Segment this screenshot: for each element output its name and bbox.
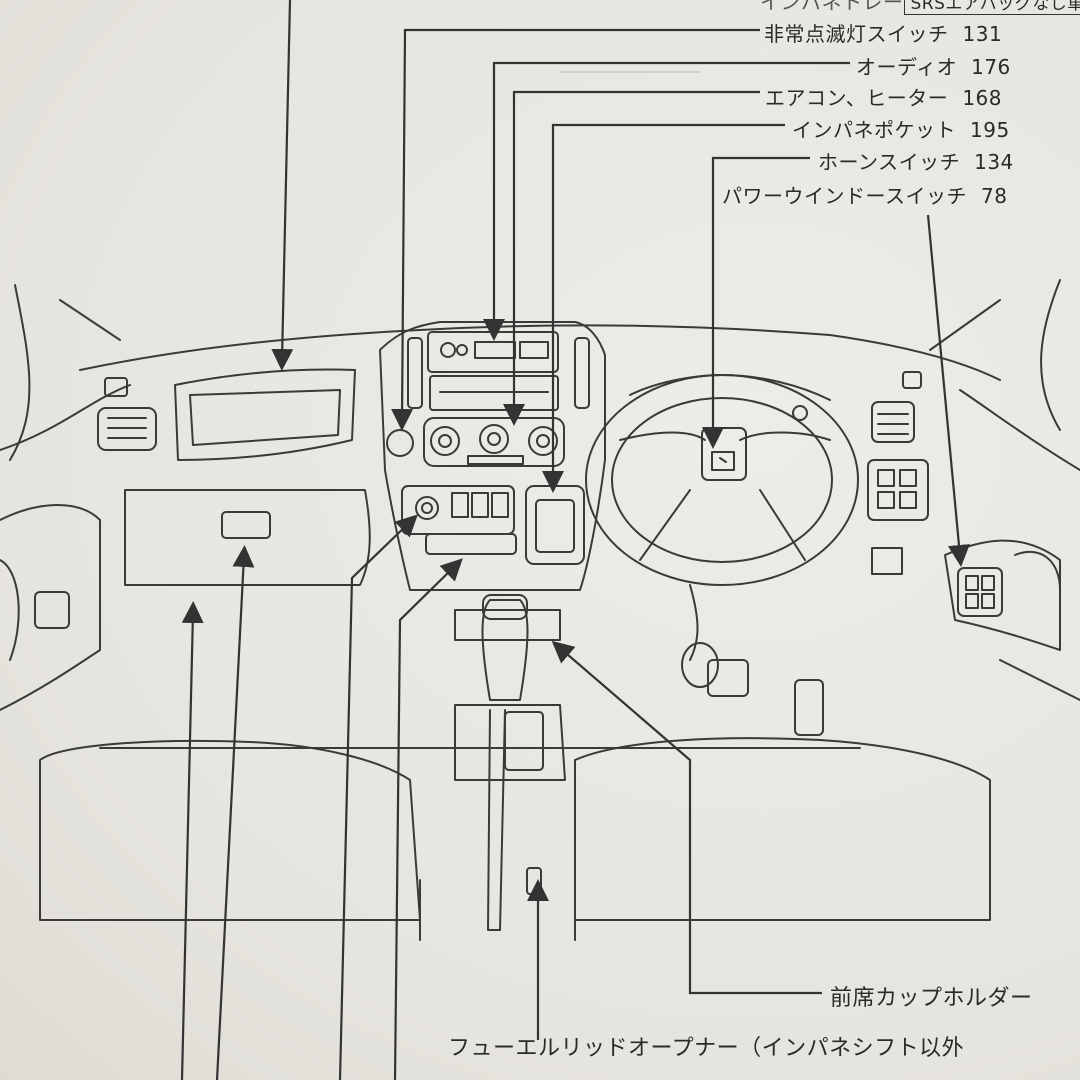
climate-control [423,417,565,467]
audio-unit [427,331,559,373]
leader-horn [702,156,810,449]
horn-pad [701,427,747,481]
leader-tray [271,0,294,371]
left-pillar [9,284,31,461]
right-door-panel [944,539,1061,651]
hazard-switch-shape [386,429,414,457]
left-vent [97,407,157,451]
right-seat [574,737,991,921]
callout-pocket-page: 195 [970,118,1010,142]
instrument-tray [174,368,356,461]
dashboard-top [79,324,1001,381]
leader-cup-holder [551,640,822,995]
glove-box-handle [221,511,271,539]
callout-tray-top: インパネトレーSRSエアバッグなし車194 [760,0,1080,15]
callout-hazard-page: 131 [962,22,1003,46]
left-seat [39,739,421,921]
callout-horn: ホーンスイッチ 134 [818,146,1014,175]
right-vent [871,401,915,443]
power-window-switch-shape [957,567,1003,617]
cigarette-lighter-shape [415,496,439,520]
callout-fuel-lid: フューエルリッドオープナー（インパネシフト以外 [448,1030,964,1062]
callout-audio-label: オーディオ [856,55,958,79]
callout-pocket: インパネポケット 195 [792,114,1010,143]
callout-cup-holder: 前席カップホルダー [830,980,1033,1012]
cup-holder-shape [454,609,561,641]
leader-power-window [926,214,970,567]
callout-hazard: 非常点滅灯スイッチ 131 [764,18,1002,47]
callout-audio-page: 176 [971,55,1011,79]
callout-fuel-lid-label: フューエルリッドオープナー（インパネシフト以外 [448,1036,965,1061]
callout-hazard-label: 非常点滅灯スイッチ [764,22,949,46]
callout-tray-note: SRSエアバッグなし車 [903,0,1080,15]
callout-aircon-page: 168 [962,86,1002,110]
leader-pocket [542,123,785,493]
callout-cup-holder-label: 前席カップホルダー [830,986,1033,1011]
callout-power-window-page: 78 [981,184,1008,208]
callout-horn-label: ホーンスイッチ [818,150,961,174]
shift-lever [481,599,529,701]
callout-aircon: エアコン、ヒーター 168 [765,82,1002,111]
callout-tray-prefix: インパネトレー [760,0,904,14]
callout-power-window-label: パワーウインドースイッチ [722,184,967,208]
leader-audio [483,61,850,341]
leader-hazard [391,28,760,431]
callout-power-window: パワーウインドースイッチ 78 [722,180,1007,209]
glove-box [124,489,371,586]
callout-horn-page: 134 [974,150,1014,174]
left-door-panel [0,504,101,711]
right-pillar [1040,279,1061,431]
callout-audio: オーディオ 176 [856,51,1011,80]
callout-aircon-label: エアコン、ヒーター [765,86,949,110]
leader-aircon [503,90,760,426]
callout-pocket-label: インパネポケット [792,118,956,142]
